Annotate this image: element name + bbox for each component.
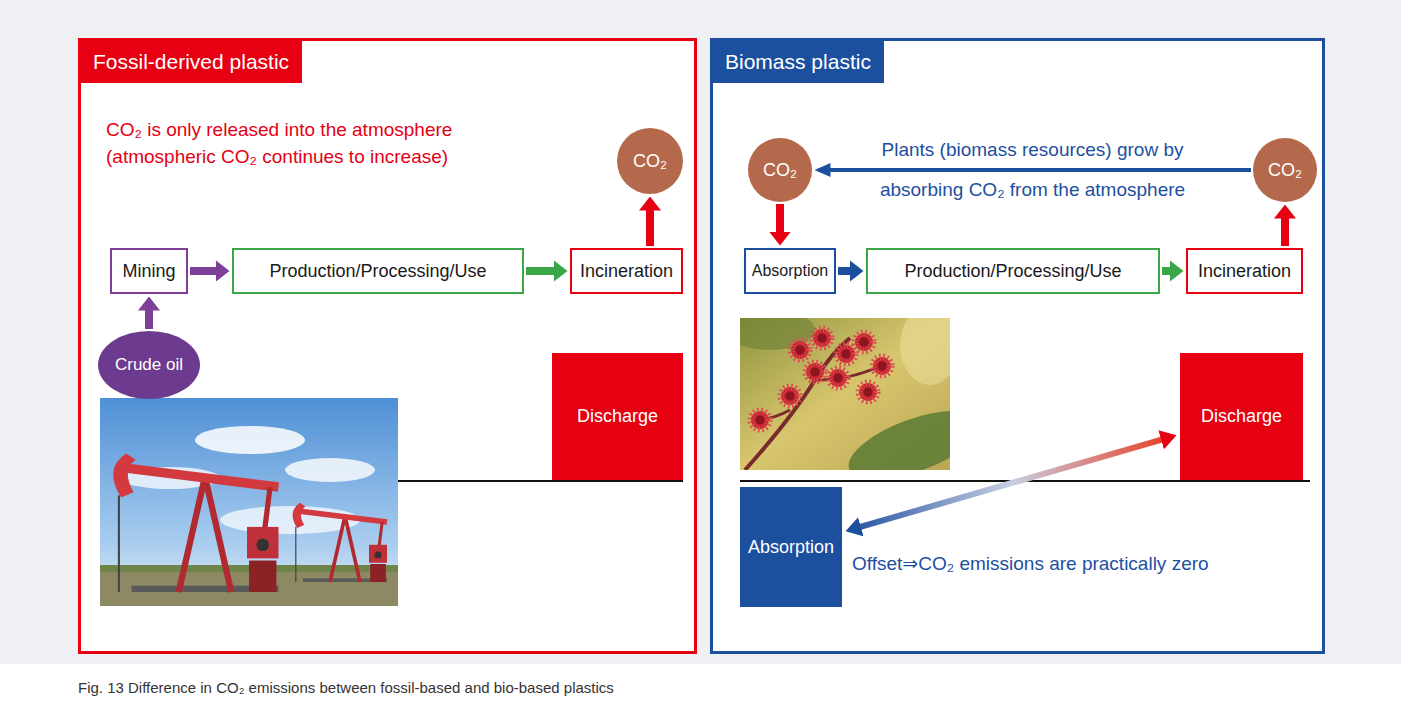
balance-block: Discharge xyxy=(552,353,683,480)
balance-block: Discharge xyxy=(1180,353,1303,480)
flow-arrow xyxy=(526,267,554,275)
castor-plant-photo xyxy=(813,329,831,347)
node-text: Incineration xyxy=(580,261,673,282)
co2-circle: CO₂ xyxy=(1253,138,1317,202)
flow-arrow xyxy=(830,168,1251,172)
flow-arrow xyxy=(1162,267,1170,275)
node-text: CO₂ xyxy=(763,160,797,181)
castor-plant-photo xyxy=(837,345,855,363)
figure-ground xyxy=(0,0,1401,664)
flow-arrow xyxy=(646,210,654,246)
flow-arrow xyxy=(776,204,784,232)
process-box: Production/Processing/Use xyxy=(232,248,524,294)
process-box: Incineration xyxy=(570,248,683,294)
node-text: CO₂ xyxy=(1268,160,1302,181)
node-text: CO₂ xyxy=(633,151,667,172)
castor-plant-photo xyxy=(781,387,799,405)
flow-arrow xyxy=(145,310,153,329)
circle-fill xyxy=(617,128,683,194)
castor-plant-photo xyxy=(855,333,873,351)
process-box: Absorption xyxy=(744,248,836,294)
oil-field-photo xyxy=(100,565,398,573)
oil-field-photo xyxy=(195,426,305,454)
castor-plant-photo xyxy=(859,383,877,401)
castor-plant-photo xyxy=(806,363,824,381)
panel-heading: Biomass plastic xyxy=(713,41,884,83)
process-box: Incineration xyxy=(1186,248,1303,294)
castor-plant-photo xyxy=(873,357,891,375)
panel-heading: Fossil-derived plastic xyxy=(81,41,302,83)
castor-plant-photo xyxy=(840,397,950,470)
balance-block: Absorption xyxy=(740,487,842,607)
node-text: Crude oil xyxy=(115,355,183,375)
oil-field-photo xyxy=(113,453,278,592)
node-text: Production/Processing/Use xyxy=(269,261,486,282)
node-text: Mining xyxy=(122,261,175,282)
castor-plant-photo xyxy=(791,341,809,359)
node-text: Production/Processing/Use xyxy=(904,261,1121,282)
note-text: Offset⇒CO₂ emissions are practically zer… xyxy=(852,550,1322,577)
baseline xyxy=(398,480,683,482)
node-text: Discharge xyxy=(577,406,658,427)
co2-circle: CO₂ xyxy=(617,128,683,194)
resource-ellipse: Crude oil xyxy=(98,331,200,399)
flow-arrow xyxy=(1281,218,1289,246)
castor-plant-photo xyxy=(751,411,769,429)
castor-plant-photo xyxy=(900,318,950,385)
edge-label: Plants (biomass resources) grow by absor… xyxy=(843,130,1223,210)
process-box: Mining xyxy=(110,248,188,294)
oil-field-photo xyxy=(100,398,398,606)
node-text: Discharge xyxy=(1201,406,1282,427)
note-text: CO₂ is only released into the atmosphere… xyxy=(106,116,501,170)
oil-field-photo xyxy=(220,506,360,534)
castor-plant-photo xyxy=(740,318,950,470)
node-text: Absorption xyxy=(748,537,834,558)
flow-arrow xyxy=(860,440,1161,527)
circle-fill xyxy=(1253,138,1317,202)
circle-fill xyxy=(748,138,812,202)
flow-arrow xyxy=(838,267,850,275)
oil-field-photo xyxy=(285,458,375,482)
node-text: Incineration xyxy=(1198,261,1291,282)
panel-ground xyxy=(710,38,1325,654)
castor-plant-photo xyxy=(829,369,847,387)
flow-arrow xyxy=(190,267,216,275)
circle-fill xyxy=(98,331,200,399)
figure-caption: Fig. 13 Difference in CO₂ emissions betw… xyxy=(78,679,614,696)
node-text: Absorption xyxy=(752,262,829,280)
process-box: Production/Processing/Use xyxy=(866,248,1160,294)
co2-circle: CO₂ xyxy=(748,138,812,202)
panel-ground xyxy=(78,38,697,654)
oil-field-photo xyxy=(100,398,398,606)
connectors xyxy=(149,170,1285,527)
oil-field-photo xyxy=(293,503,387,582)
